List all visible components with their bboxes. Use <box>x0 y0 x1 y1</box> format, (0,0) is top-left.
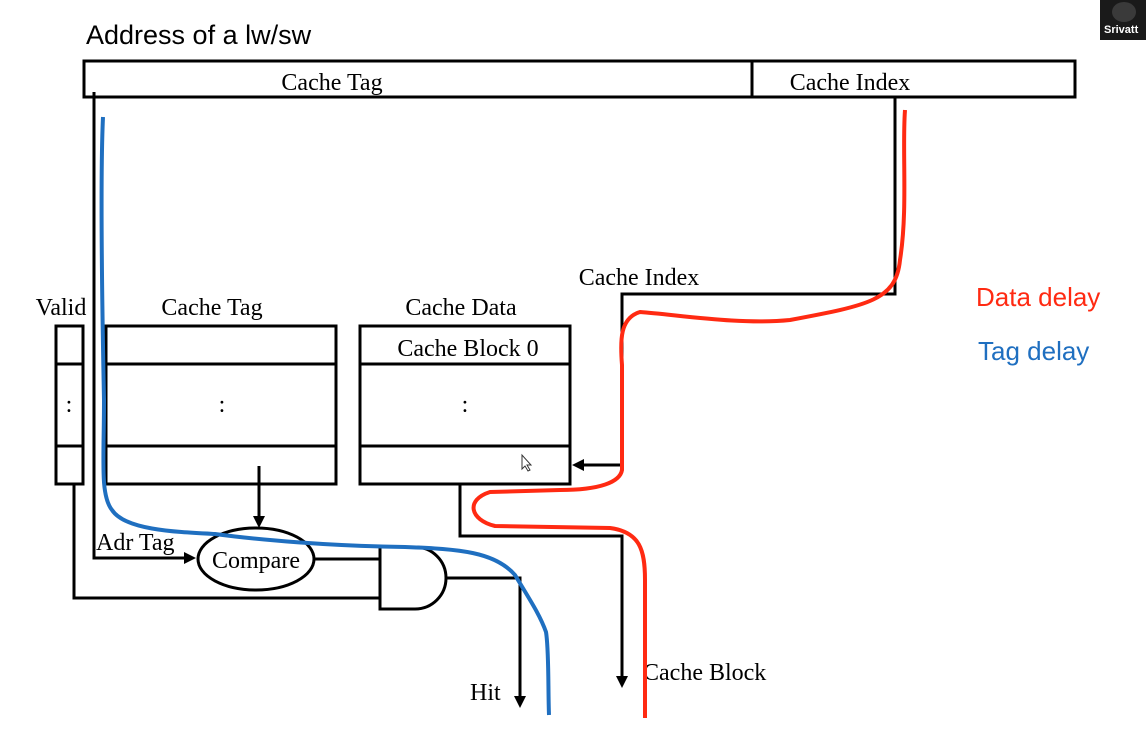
address-index-field: Cache Index <box>790 70 911 96</box>
hit-arrow-icon <box>514 696 526 708</box>
cache-block-0-label: Cache Block 0 <box>397 336 538 362</box>
diagram-title: Address of a lw/sw <box>86 20 312 50</box>
data-ellipsis: : <box>462 392 469 418</box>
address-bar <box>84 61 1075 97</box>
cache-block-arrow-icon <box>616 676 628 688</box>
tag-ellipsis: : <box>219 392 226 418</box>
valid-column-label: Valid <box>36 295 87 321</box>
legend-tag-delay: Tag delay <box>978 336 1089 366</box>
adr-tag-label: Adr Tag <box>96 530 175 556</box>
address-tag-field: Cache Tag <box>281 70 382 96</box>
hit-wire <box>446 578 520 696</box>
data-column-label: Cache Data <box>405 295 517 321</box>
valid-ellipsis: : <box>66 392 73 418</box>
cache-index-label: Cache Index <box>579 265 700 291</box>
tag-read-arrow-icon <box>253 516 265 528</box>
legend-data-delay: Data delay <box>976 282 1100 312</box>
cache-block-wire <box>460 484 622 676</box>
hit-label: Hit <box>470 680 501 706</box>
and-gate <box>380 547 446 609</box>
user-name: Srivatt <box>1104 24 1139 36</box>
index-arrow-icon <box>572 459 584 471</box>
user-avatar <box>1112 2 1136 22</box>
cache-block-label: Cache Block <box>643 660 766 686</box>
adr-tag-arrow-icon <box>184 552 196 564</box>
tag-column-label: Cache Tag <box>161 295 262 321</box>
compare-label: Compare <box>212 548 300 574</box>
